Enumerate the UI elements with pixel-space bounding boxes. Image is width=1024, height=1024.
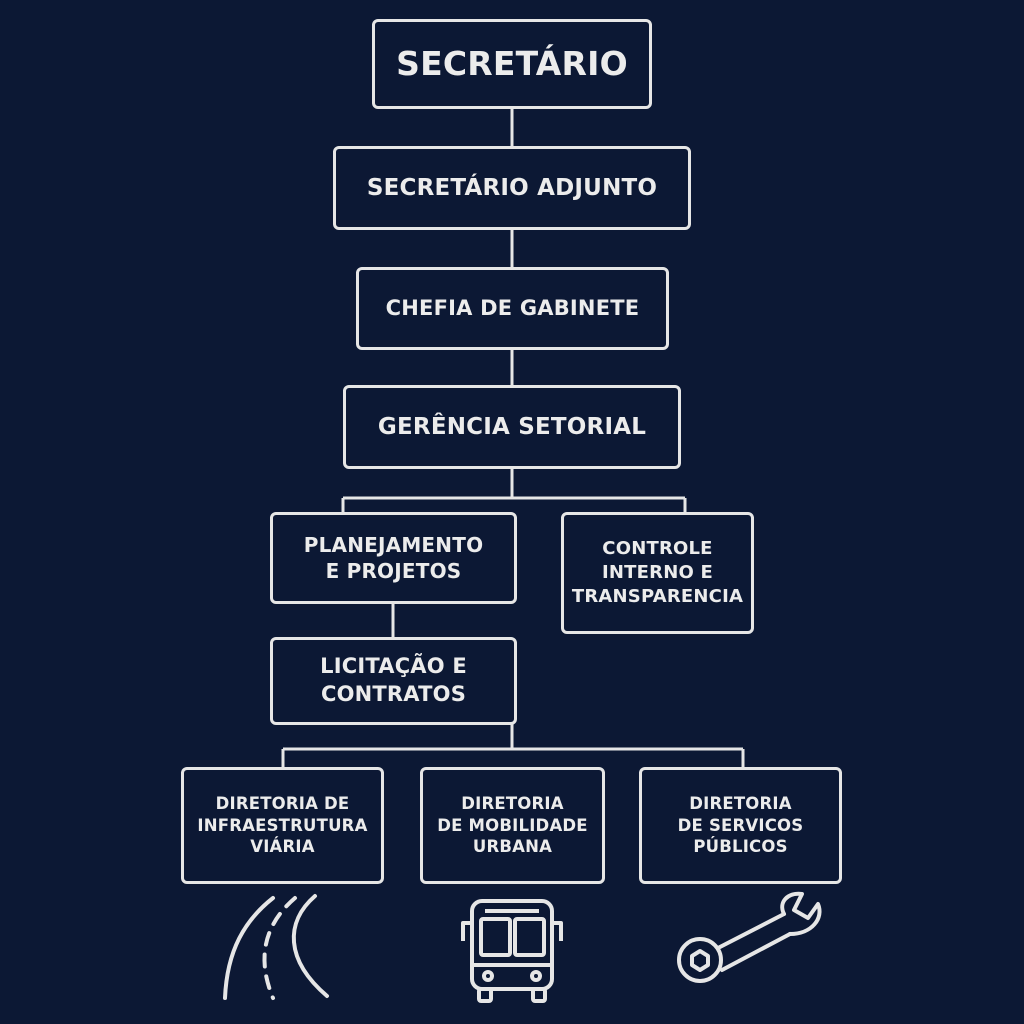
box-diretoria-mobilidade: DIRETORIA DE MOBILIDADE URBANA (420, 767, 605, 884)
box-diretoria-infraestrutura-label: DIRETORIA DE INFRAESTRUTURA VIÁRIA (197, 793, 368, 857)
road-icon (223, 894, 329, 1000)
box-secretario-adjunto: SECRETÁRIO ADJUNTO (333, 146, 691, 230)
box-diretoria-infraestrutura: DIRETORIA DE INFRAESTRUTURA VIÁRIA (181, 767, 384, 884)
box-secretario-adjunto-label: SECRETÁRIO ADJUNTO (366, 174, 658, 201)
box-controle-interno-label: CONTROLE INTERNO E TRANSPARENCIA (571, 538, 744, 607)
box-planejamento-label: PLANEJAMENTO E PROJETOS (303, 532, 484, 583)
box-gerencia-setorial-label: GERÊNCIA SETORIAL (377, 413, 647, 440)
box-licitacao-label: LICITAÇÃO E CONTRATOS (320, 654, 467, 706)
box-secretario: SECRETÁRIO (372, 19, 652, 109)
box-diretoria-mobilidade-label: DIRETORIA DE MOBILIDADE URBANA (437, 793, 588, 857)
box-secretario-label: SECRETÁRIO (396, 44, 628, 84)
box-planejamento: PLANEJAMENTO E PROJETOS (270, 512, 517, 604)
box-controle-interno: CONTROLE INTERNO E TRANSPARENCIA (561, 512, 754, 634)
box-diretoria-servicos-label: DIRETORIA DE SERVICOS PÚBLICOS (677, 793, 804, 857)
box-chefia-gabinete-label: CHEFIA DE GABINETE (385, 295, 640, 320)
wrench-icon (677, 891, 822, 983)
bus-icon (461, 899, 563, 1003)
box-diretoria-servicos: DIRETORIA DE SERVICOS PÚBLICOS (639, 767, 842, 884)
box-chefia-gabinete: CHEFIA DE GABINETE (356, 267, 669, 350)
box-gerencia-setorial: GERÊNCIA SETORIAL (343, 385, 681, 469)
box-licitacao: LICITAÇÃO E CONTRATOS (270, 637, 517, 725)
